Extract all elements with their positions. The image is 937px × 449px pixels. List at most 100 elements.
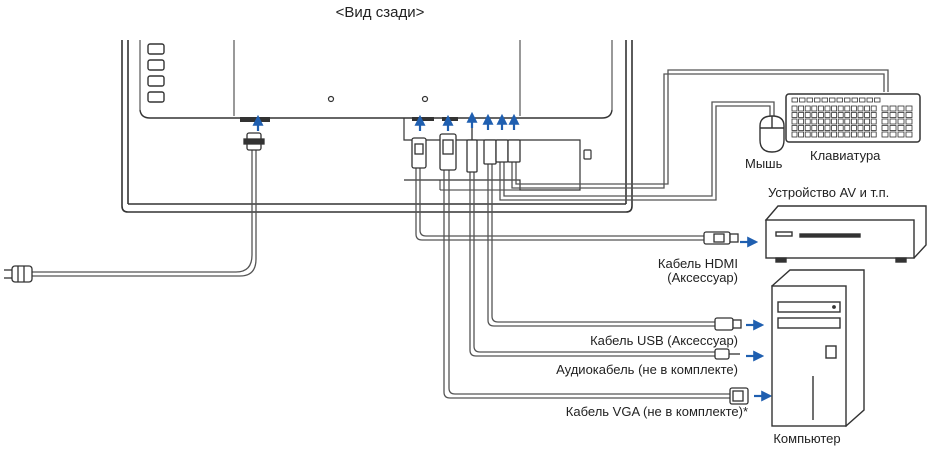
keyboard-key xyxy=(804,131,811,138)
usb-plug-icon xyxy=(714,317,742,331)
keyboard-key xyxy=(905,112,913,118)
keyboard-key xyxy=(889,105,897,112)
keyboard-key xyxy=(829,97,836,103)
keyboard-key xyxy=(870,112,877,118)
label-hdmi-accessory: (Аксессуар) xyxy=(667,270,738,285)
keyboard-key xyxy=(837,125,844,131)
keyboard-key xyxy=(864,125,870,131)
keyboard-key xyxy=(837,131,844,138)
label-keyboard: Клавиатура xyxy=(810,148,881,163)
keyboard-key xyxy=(889,131,897,138)
keyboard-key xyxy=(791,125,798,131)
keyboard-key xyxy=(864,105,870,112)
keyboard-key xyxy=(870,118,877,125)
keyboard-key xyxy=(811,118,818,125)
vga-connector-icon xyxy=(439,133,457,171)
keyboard-key xyxy=(844,105,851,112)
power-cable xyxy=(30,150,257,277)
keyboard-key xyxy=(824,131,831,138)
audio-jack-icon xyxy=(466,128,478,173)
keyboard-key xyxy=(905,105,913,112)
keyboard-key xyxy=(905,118,913,125)
keyboard-key xyxy=(857,131,864,138)
keyboard-key xyxy=(814,97,821,103)
keyboard-key xyxy=(818,131,824,138)
keyboard-key xyxy=(844,112,851,118)
keyboard-key xyxy=(818,118,824,125)
hdmi-connector-icon xyxy=(411,137,427,169)
keyboard-key xyxy=(881,105,889,112)
keyboard-key xyxy=(824,112,831,118)
monitor-back xyxy=(121,40,633,213)
keyboard-key xyxy=(791,118,798,125)
computer-tower-icon xyxy=(771,269,865,428)
keyboard-key xyxy=(798,118,804,125)
keyboard-key xyxy=(824,118,831,125)
keyboard-key xyxy=(881,131,889,138)
keyboard-key xyxy=(857,118,864,125)
connection-arrows xyxy=(252,111,773,402)
keyboard-key xyxy=(791,97,798,103)
keyboard-key xyxy=(798,112,804,118)
vga-plug-icon xyxy=(729,387,749,405)
keyboard-key xyxy=(851,118,857,125)
audio-plug-icon xyxy=(714,348,740,360)
keyboard-key xyxy=(836,97,843,103)
av-device-icon xyxy=(764,205,927,263)
keyboard-key xyxy=(889,125,897,131)
keyboard-key xyxy=(806,97,813,103)
keyboard-key xyxy=(844,125,851,131)
keyboard-key xyxy=(799,97,806,103)
keyboard-key xyxy=(804,112,811,118)
keyboard-key xyxy=(798,125,804,131)
power-plug-icon xyxy=(243,132,265,151)
keyboard-key xyxy=(811,131,818,138)
label-usb-cable: Кабель USB (Аксессуар) xyxy=(590,333,738,348)
cables xyxy=(415,69,889,399)
keyboard-key xyxy=(798,131,804,138)
usb-connectors-icon xyxy=(483,139,521,165)
keyboard-key xyxy=(851,112,857,118)
keyboard-key xyxy=(844,131,851,138)
keyboard-key xyxy=(897,112,905,118)
keyboard-key xyxy=(897,125,905,131)
keyboard-key xyxy=(811,125,818,131)
label-hdmi-cable: Кабель HDMI xyxy=(657,256,738,271)
keyboard-key xyxy=(824,125,831,131)
keyboard-key xyxy=(905,131,913,138)
keyboard-key xyxy=(811,112,818,118)
monitor-side-buttons xyxy=(147,43,165,103)
keyboard-key xyxy=(804,105,811,112)
keyboard-key xyxy=(866,97,873,103)
label-mouse: Мышь xyxy=(745,156,783,171)
mouse-icon xyxy=(759,115,785,153)
keyboard-key xyxy=(831,131,837,138)
monitor-screws xyxy=(327,95,592,160)
keyboard-key xyxy=(851,131,857,138)
keyboard-key xyxy=(818,105,824,112)
keyboard-key xyxy=(864,112,870,118)
keyboard-key xyxy=(818,125,824,131)
keyboard-key xyxy=(905,125,913,131)
keyboard-key xyxy=(851,125,857,131)
keyboard-key xyxy=(804,125,811,131)
keyboard-key xyxy=(897,118,905,125)
keyboard-key xyxy=(831,112,837,118)
hdmi-plug-icon xyxy=(703,231,739,245)
keyboard-key xyxy=(870,125,877,131)
keyboard-key xyxy=(851,105,857,112)
keyboard-key xyxy=(791,105,798,112)
keyboard-key xyxy=(831,118,837,125)
keyboard-key xyxy=(889,118,897,125)
keyboard-key xyxy=(837,112,844,118)
keyboard-key xyxy=(824,105,831,112)
keyboard-key xyxy=(857,112,864,118)
keyboard-key xyxy=(889,112,897,118)
keyboard-key xyxy=(881,125,889,131)
keyboard-key xyxy=(881,118,889,125)
keyboard-icon xyxy=(785,93,921,143)
keyboard-key xyxy=(870,105,877,112)
keyboard-key xyxy=(837,105,844,112)
